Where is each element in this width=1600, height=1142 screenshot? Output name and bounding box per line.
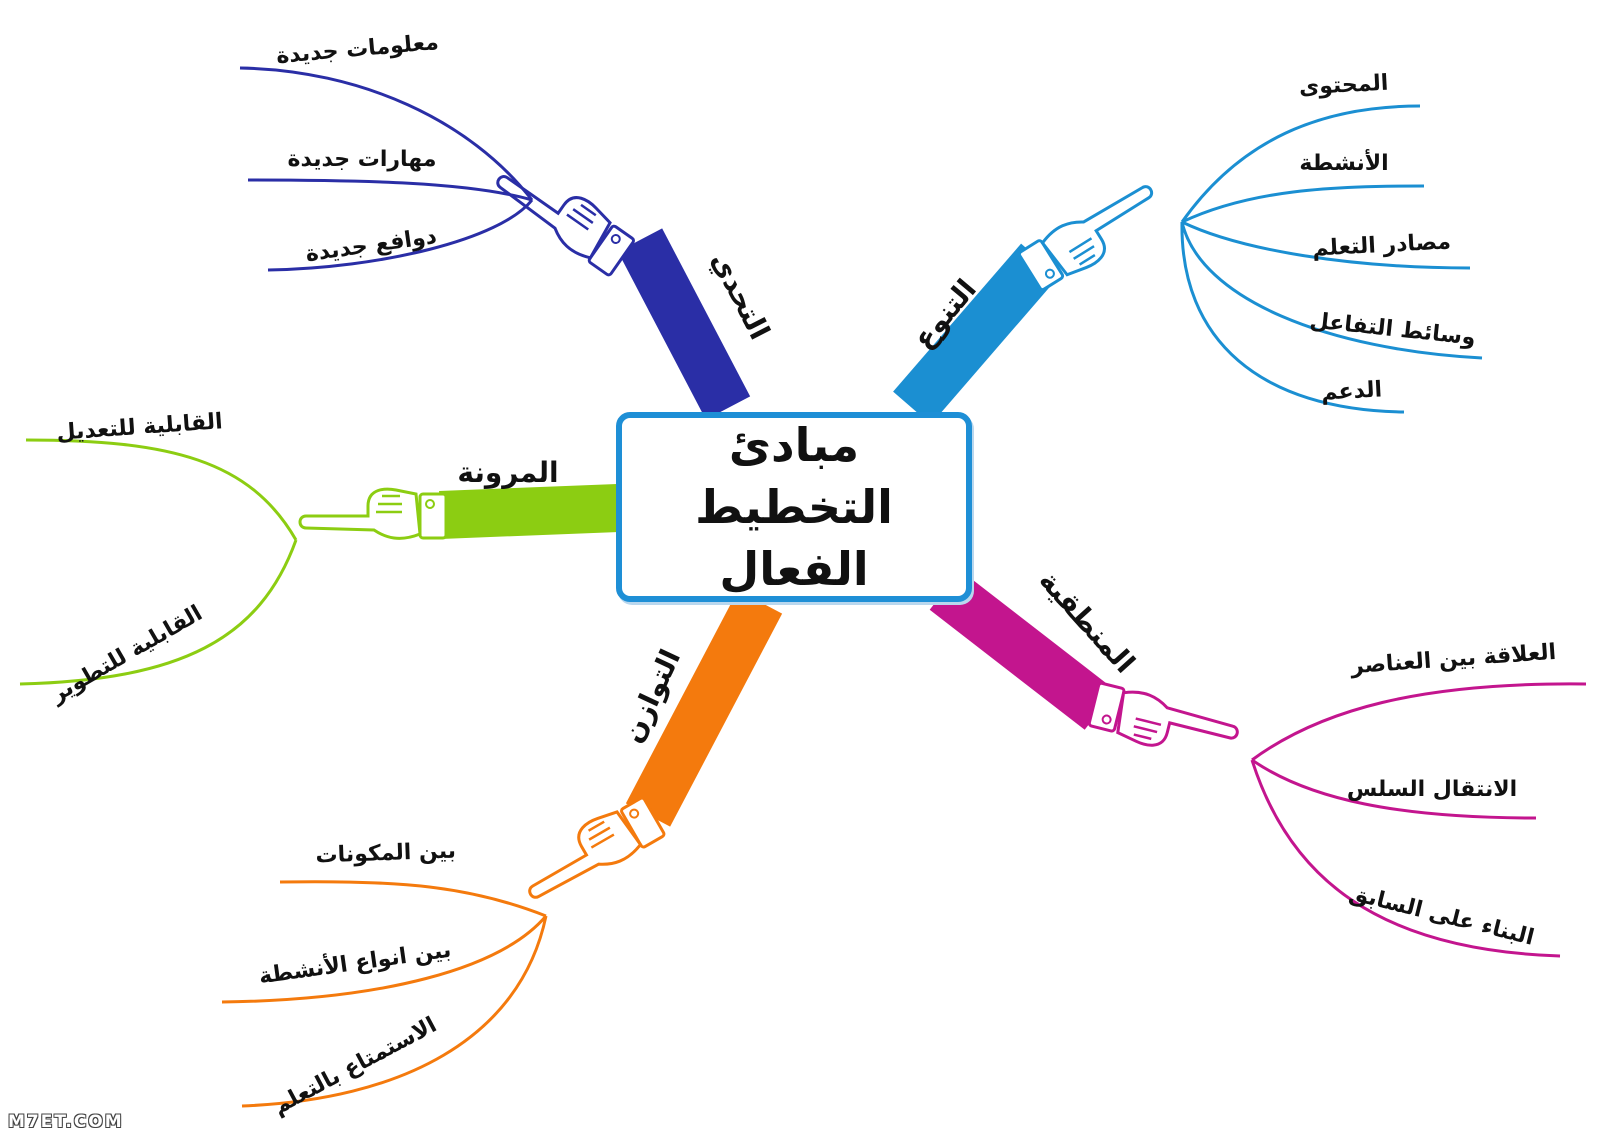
branch-label-flexibility: المرونة [457,456,558,489]
pointing-hand-icon [298,487,448,540]
sub-item-label: القابلية للتطوير [46,601,207,708]
pointing-hand-icon [1087,681,1239,747]
site-watermark: M7ET.COM [8,1112,124,1132]
sub-item-label: بين المكونات [315,839,456,869]
sub-branch-lines [19,66,1587,1108]
balance-arm [625,590,783,827]
sub-item-label: معلومات جديدة [275,30,440,69]
sub-item-label: العلاقة بين العناصر [1349,640,1557,679]
diversity-line [1181,184,1425,224]
challenge-line [267,199,534,272]
branch-arms [439,228,1116,827]
challenge-arm [617,228,751,420]
sub-item-label: مصادر التعلم [1312,229,1452,261]
logic-line [1251,758,1537,820]
sub-item-label: القابلية للتعديل [56,409,224,446]
challenge-line [247,178,533,202]
diversity-line [1180,221,1405,414]
flexibility-line [25,438,298,541]
sub-item-label: الاستمتاع بالتعلم [269,1013,441,1120]
sub-item-label: المحتوى [1298,71,1389,101]
balance-line [221,915,548,1004]
challenge-line [239,66,534,201]
sub-item-label: الأنشطة [1299,148,1388,176]
logic-arm [929,570,1116,730]
sub-item-label: الدعم [1321,377,1383,405]
sub-item-label: مهارات جديدة [288,147,437,172]
flexibility-arm [439,484,619,539]
flexibility-line [19,539,298,686]
logic-line [1250,759,1561,958]
sub-item-label: الانتقال السلس [1347,777,1517,802]
central-title-line1: مبادئ التخطيط [695,418,893,534]
pointing-hand-icon [496,175,635,277]
diversity-arm [893,243,1059,425]
central-title-line2: الفعال [719,542,869,596]
central-topic-box: مبادئ التخطيط الفعال [616,412,972,602]
pointing-hand-icon [528,796,666,899]
sub-item-label: بين انواع الأنشطة [257,935,453,990]
balance-line [241,915,548,1108]
logic-line [1251,682,1587,762]
diversity-line [1181,220,1471,270]
balance-line [279,880,547,918]
diversity-line [1180,104,1421,223]
pointing-hand-icons [298,175,1239,899]
diversity-line [1180,221,1483,360]
sub-item-label: وسائط التفاعل [1309,308,1477,350]
pointing-hand-icon [1017,185,1154,292]
